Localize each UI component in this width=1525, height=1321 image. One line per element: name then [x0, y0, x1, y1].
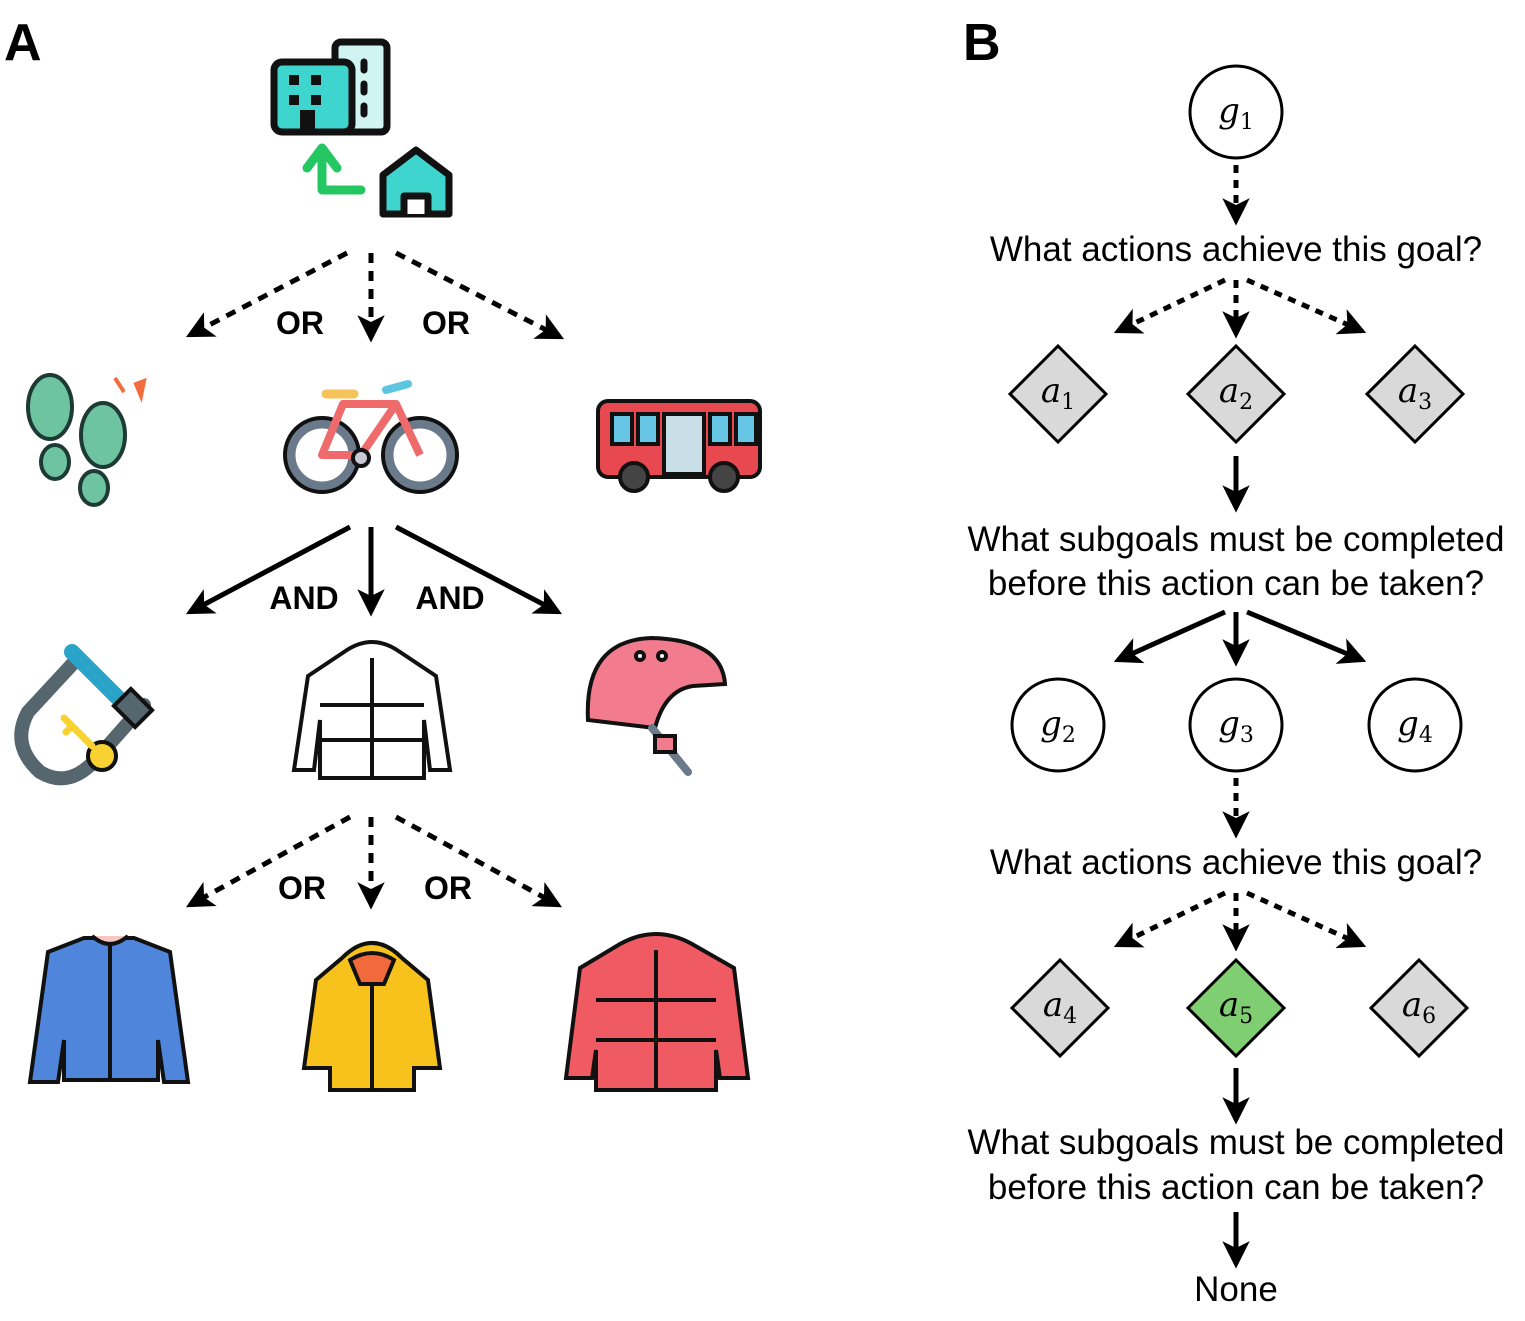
and-arrows — [185, 524, 563, 617]
action-node-a1: a1 — [1007, 343, 1109, 445]
or-arrows-bottom — [185, 814, 563, 910]
action-node-a4: a4 — [1009, 957, 1111, 1059]
winter-jacket-icon — [291, 640, 453, 780]
goal-node-g3: g3 — [1188, 677, 1284, 773]
svg-text:a2: a2 — [1219, 371, 1253, 415]
bicycle-icon — [283, 380, 459, 494]
action-node-a3: a3 — [1364, 343, 1466, 445]
panel-b-label: B — [963, 14, 1001, 72]
svg-text:g2: g2 — [1040, 704, 1076, 748]
svg-text:g4: g4 — [1397, 704, 1433, 748]
terminal-none: None — [1194, 1270, 1278, 1309]
or-label: OR — [422, 305, 470, 341]
goal-node-g1: g1 — [1188, 64, 1284, 160]
question-subgoals: What subgoals must be completed — [968, 520, 1505, 559]
action-node-a5: a5 — [1185, 957, 1287, 1059]
denim-jacket-icon — [27, 934, 191, 1084]
or-label: OR — [278, 870, 326, 906]
question-subgoals: before this action can be taken? — [988, 564, 1484, 603]
raincoat-icon — [301, 941, 443, 1092]
red-puffer-jacket-icon — [563, 932, 751, 1092]
or-arrows-b2 — [1113, 890, 1367, 952]
svg-text:a1: a1 — [1041, 371, 1075, 415]
action-node-a2: a2 — [1185, 343, 1287, 445]
and-label: AND — [269, 580, 338, 616]
svg-text:a4: a4 — [1043, 985, 1077, 1029]
svg-text:a5: a5 — [1219, 985, 1253, 1029]
question-subgoals: What subgoals must be completed — [968, 1123, 1505, 1162]
svg-text:g3: g3 — [1218, 704, 1254, 748]
or-label: OR — [276, 305, 324, 341]
destination-icon — [270, 38, 453, 218]
bus-icon — [596, 399, 762, 493]
svg-text:a3: a3 — [1398, 371, 1432, 415]
goal-node-g2: g2 — [1010, 677, 1106, 773]
or-arrows-top — [185, 250, 565, 343]
or-label: OR — [424, 870, 472, 906]
or-arrows-b1 — [1113, 277, 1367, 339]
bike-lock-icon — [14, 644, 155, 786]
goal-node-g4: g4 — [1367, 677, 1463, 773]
question-actions: What actions achieve this goal? — [990, 843, 1482, 882]
svg-text:a6: a6 — [1402, 985, 1436, 1029]
helmet-icon — [585, 635, 728, 776]
footsteps-icon — [26, 373, 147, 507]
question-actions: What actions achieve this goal? — [990, 230, 1482, 269]
action-node-a6: a6 — [1368, 957, 1470, 1059]
and-label: AND — [415, 580, 484, 616]
and-arrows-b — [1113, 609, 1367, 667]
panel-a-label: A — [4, 14, 42, 72]
svg-text:g1: g1 — [1218, 91, 1254, 135]
question-subgoals: before this action can be taken? — [988, 1168, 1484, 1207]
